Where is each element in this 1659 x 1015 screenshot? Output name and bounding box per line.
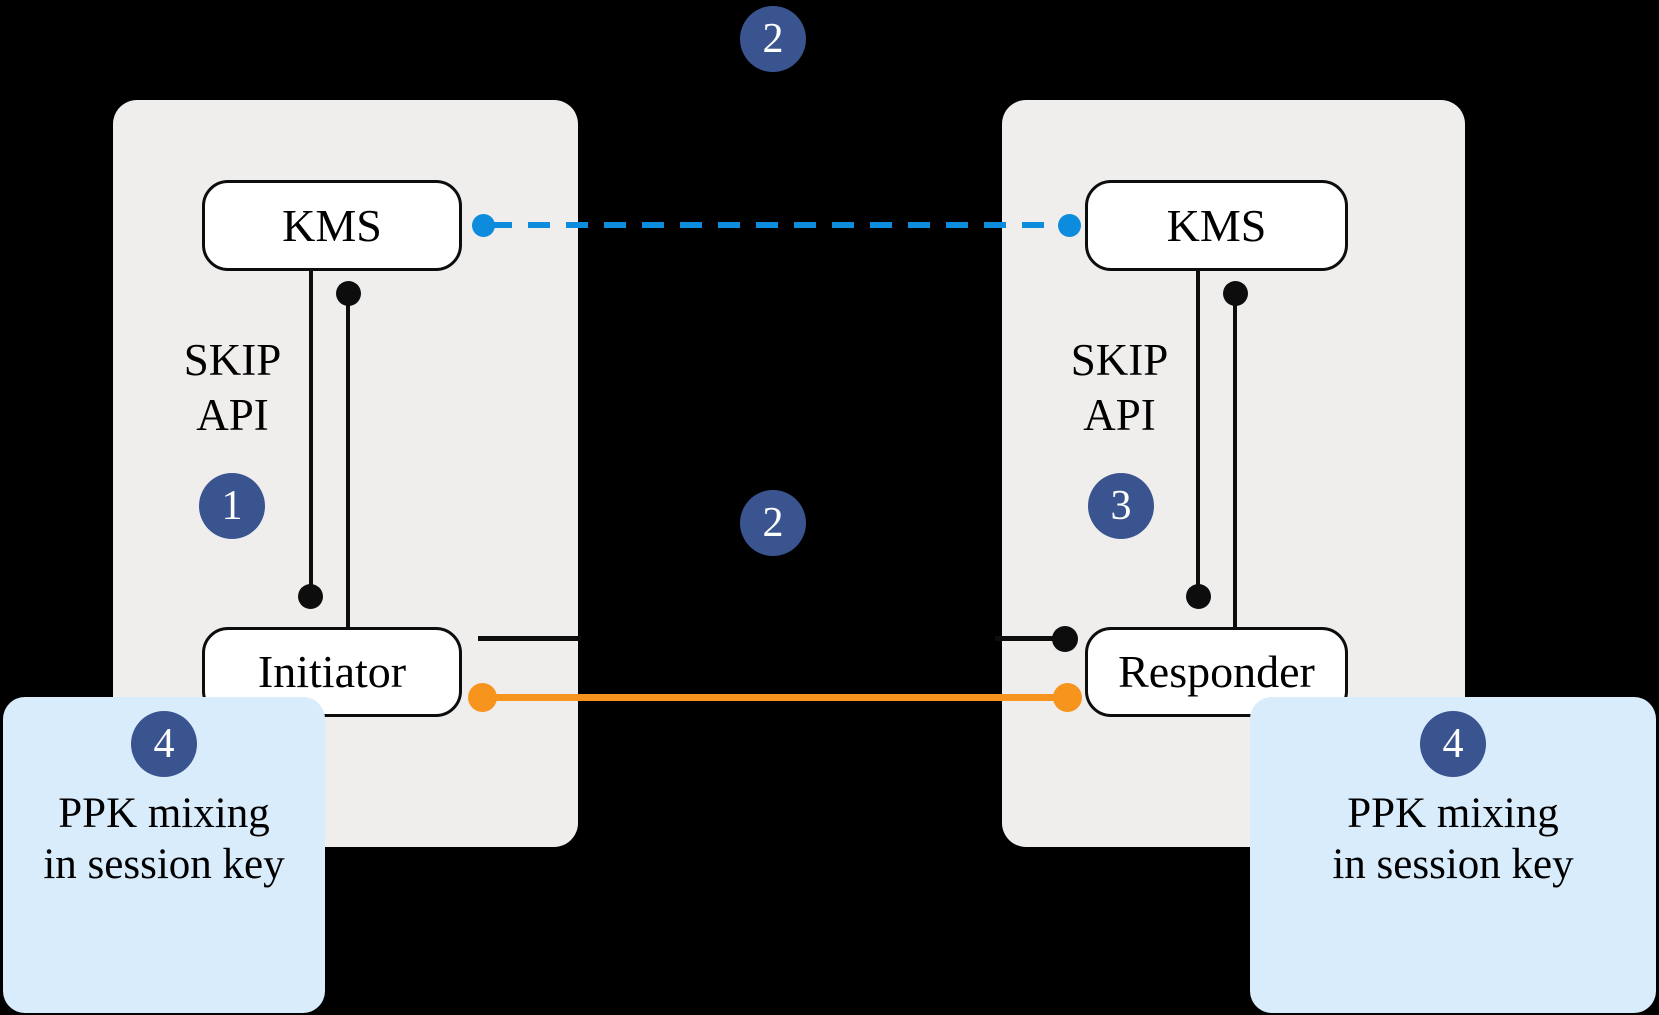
badge-middle-center: 2 bbox=[740, 490, 806, 556]
ppk-right-line1: PPK mixing bbox=[1347, 790, 1559, 837]
kms-link-right-dot bbox=[1058, 214, 1081, 237]
ppk-left-line2: in session key bbox=[43, 840, 285, 888]
left-kms-label: KMS bbox=[282, 199, 382, 251]
right-kms-node[interactable]: KMS bbox=[1085, 180, 1348, 271]
right-kms-endpoint-dot bbox=[1223, 281, 1248, 306]
ppk-left-line1: PPK mixing bbox=[58, 790, 270, 837]
left-skip-api-label: SKIP API bbox=[150, 333, 315, 443]
badge-right-ppk: 4 bbox=[1420, 711, 1486, 777]
badge-top-center: 2 bbox=[740, 6, 806, 72]
right-kms-to-responder-line-b bbox=[1233, 292, 1237, 628]
initiator-black-link-stub bbox=[478, 636, 581, 641]
badge-left-ppk-label: 4 bbox=[153, 721, 175, 767]
initiator-to-responder-orange-link bbox=[484, 694, 1067, 701]
initiator-node[interactable]: Initiator bbox=[202, 627, 462, 717]
left-kms-to-initiator-line-b bbox=[346, 292, 350, 628]
orange-link-left-dot bbox=[468, 683, 497, 712]
badge-top-center-label: 2 bbox=[762, 16, 784, 62]
left-skip-api-line2: API bbox=[196, 389, 269, 440]
badge-left-ppk: 4 bbox=[131, 711, 197, 777]
ppk-box-left[interactable]: 4 PPK mixing in session key bbox=[3, 697, 325, 1013]
kms-to-kms-dashed-link bbox=[490, 222, 1072, 228]
ppk-right-line2: in session key bbox=[1332, 840, 1574, 888]
responder-label: Responder bbox=[1118, 646, 1315, 697]
responder-black-link-stub bbox=[995, 636, 1075, 641]
right-skip-api-line2: API bbox=[1083, 389, 1156, 440]
right-responder-endpoint-dot bbox=[1186, 584, 1211, 609]
responder-black-link-dot bbox=[1052, 626, 1078, 652]
left-initiator-endpoint-dot bbox=[298, 584, 323, 609]
left-kms-to-initiator-line-a bbox=[309, 268, 313, 598]
badge-left-skip: 1 bbox=[199, 473, 265, 539]
right-skip-api-line1: SKIP bbox=[1070, 335, 1169, 385]
ppk-box-right[interactable]: 4 PPK mixing in session key bbox=[1250, 697, 1656, 1013]
badge-middle-center-label: 2 bbox=[762, 500, 784, 546]
left-kms-endpoint-dot bbox=[336, 281, 361, 306]
left-skip-api-line1: SKIP bbox=[183, 335, 282, 385]
orange-link-right-dot bbox=[1053, 683, 1082, 712]
badge-right-ppk-label: 4 bbox=[1442, 721, 1464, 767]
right-skip-api-label: SKIP API bbox=[1037, 333, 1202, 443]
initiator-label: Initiator bbox=[257, 646, 407, 697]
kms-link-left-dot bbox=[472, 214, 495, 237]
right-kms-to-responder-line-a bbox=[1196, 268, 1200, 598]
right-kms-label: KMS bbox=[1166, 199, 1267, 251]
badge-right-skip: 3 bbox=[1088, 473, 1154, 539]
badge-left-skip-label: 1 bbox=[221, 483, 243, 529]
badge-right-skip-label: 3 bbox=[1110, 483, 1132, 529]
left-kms-node[interactable]: KMS bbox=[202, 180, 462, 271]
